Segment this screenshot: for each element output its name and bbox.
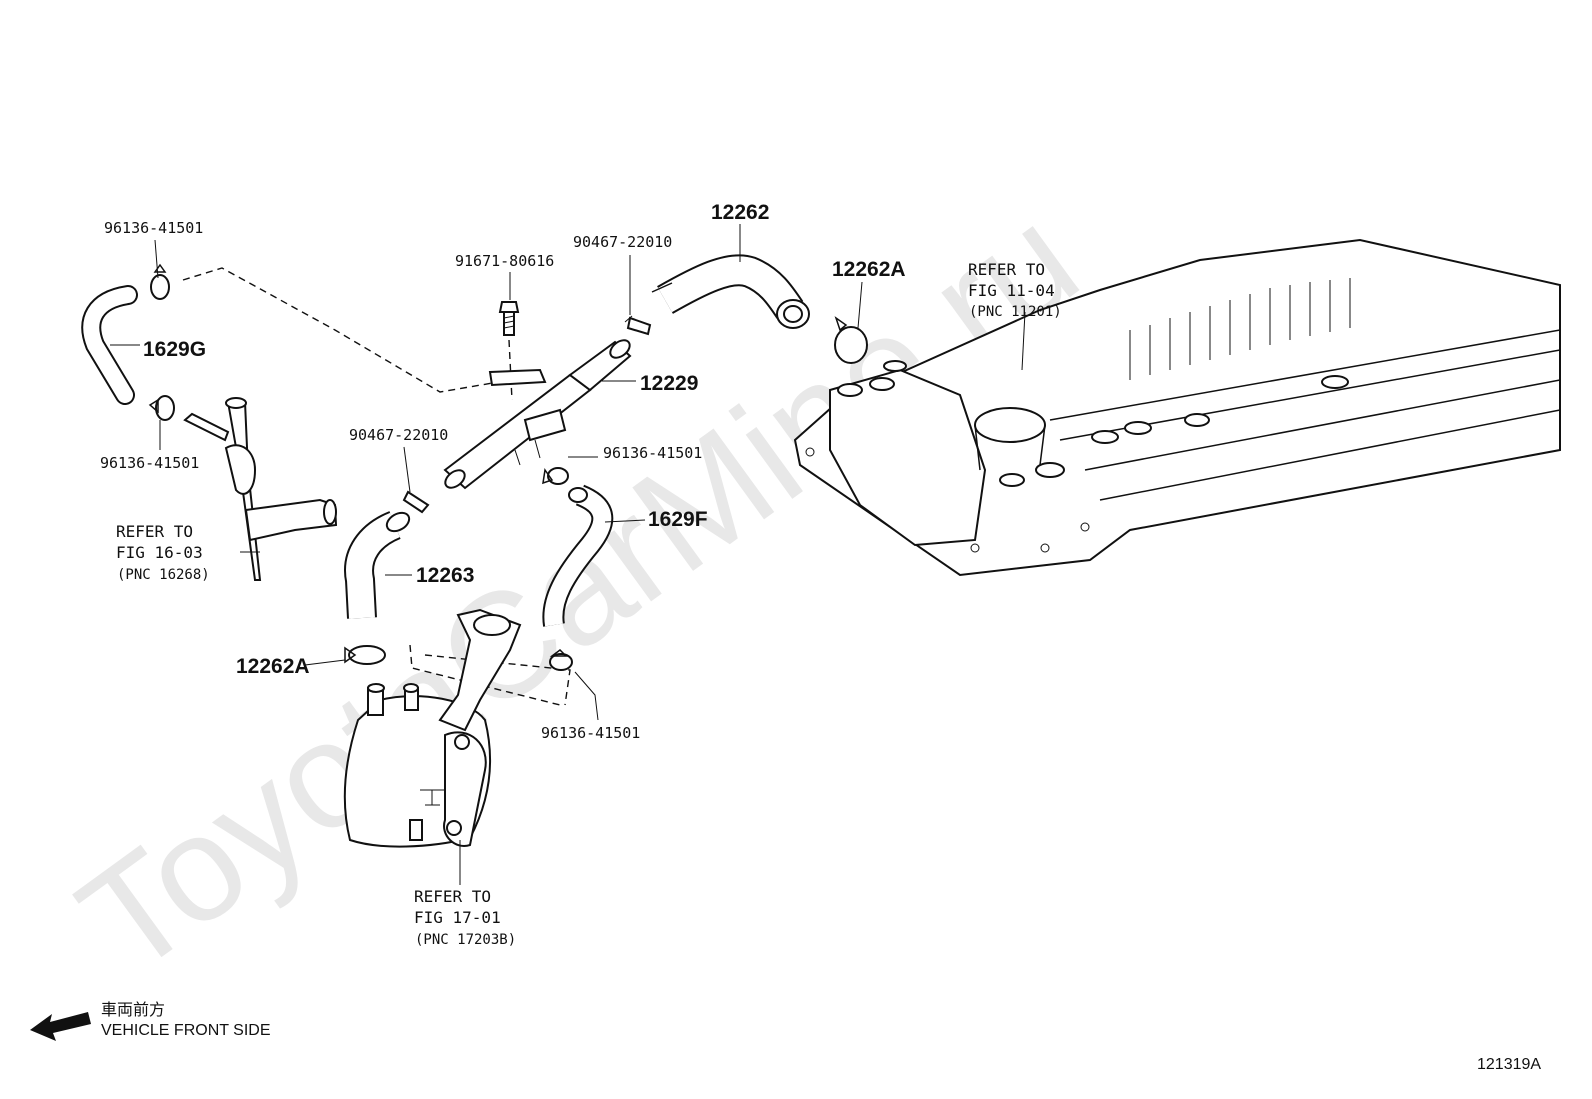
clamp-drawing: [148, 263, 175, 421]
label-clip-90467-22010: 90467-22010: [573, 233, 672, 251]
reference-fig-16-03: REFER TO FIG 16-03 (PNC 16268): [116, 522, 210, 583]
clip-drawing: [402, 490, 430, 514]
clamp-12262a-drawing: [344, 645, 386, 665]
watermark-text: ToyotaCarMine.ru: [50, 174, 1106, 1006]
hose-1629f-drawing: [542, 484, 614, 627]
label-clamp-12262a: 12262A: [832, 258, 906, 281]
label-bolt-91671-80616: 91671-80616: [455, 252, 554, 270]
hose-12262-drawing: [651, 254, 810, 329]
reference-pnc: (PNC 16268): [117, 567, 210, 583]
hose-1629g-drawing: [81, 285, 138, 405]
label-clamp-96136-41501: 96136-41501: [100, 454, 199, 472]
reference-pnc: (PNC 17203B): [415, 932, 516, 948]
reference-line: FIG 11-04: [968, 281, 1055, 300]
clamp-drawing: [542, 467, 573, 671]
label-pipe-12229: 12229: [640, 372, 698, 395]
pipe-12229-drawing: [443, 339, 632, 490]
figure-code: 121319A: [1477, 1056, 1541, 1073]
label-hose-12262: 12262: [711, 201, 769, 224]
water-pipe-drawing: [183, 397, 338, 581]
bolt-drawing: [498, 301, 520, 401]
clip-drawing: [624, 315, 652, 336]
reference-line: FIG 16-03: [116, 543, 203, 562]
label-clamp-96136-41501: 96136-41501: [541, 724, 640, 742]
vehicle-front-english: VEHICLE FRONT SIDE: [101, 1022, 271, 1039]
water-outlet-drawing: [343, 608, 522, 848]
reference-fig-17-01: REFER TO FIG 17-01 (PNC 17203B): [414, 887, 516, 948]
label-hose-1629g: 1629G: [143, 338, 206, 361]
reference-fig-11-04: REFER TO FIG 11-04 (PNC 11201): [968, 260, 1062, 320]
intake-manifold-drawing: [793, 238, 1561, 577]
reference-line: REFER TO: [116, 522, 193, 541]
label-clip-90467-22010: 90467-22010: [349, 426, 448, 444]
hose-12263-drawing: [344, 511, 411, 619]
clamp-12262a-drawing: [834, 316, 868, 364]
label-hose-12263: 12263: [416, 564, 474, 587]
leader-lines: [110, 224, 1026, 885]
reference-line: REFER TO: [968, 260, 1045, 279]
label-hose-1629f: 1629F: [648, 508, 708, 531]
label-clamp-96136-41501: 96136-41501: [104, 219, 203, 237]
vehicle-front-japanese: 車両前方: [101, 1001, 165, 1019]
reference-line: REFER TO: [414, 887, 491, 906]
vehicle-front-indicator: 車両前方 VEHICLE FRONT SIDE: [30, 1001, 271, 1041]
label-clamp-12262a: 12262A: [236, 655, 310, 678]
reference-pnc: (PNC 11201): [969, 304, 1062, 320]
label-clamp-96136-41501: 96136-41501: [603, 444, 702, 462]
front-arrow-icon: [30, 1012, 91, 1041]
reference-line: FIG 17-01: [414, 908, 501, 927]
